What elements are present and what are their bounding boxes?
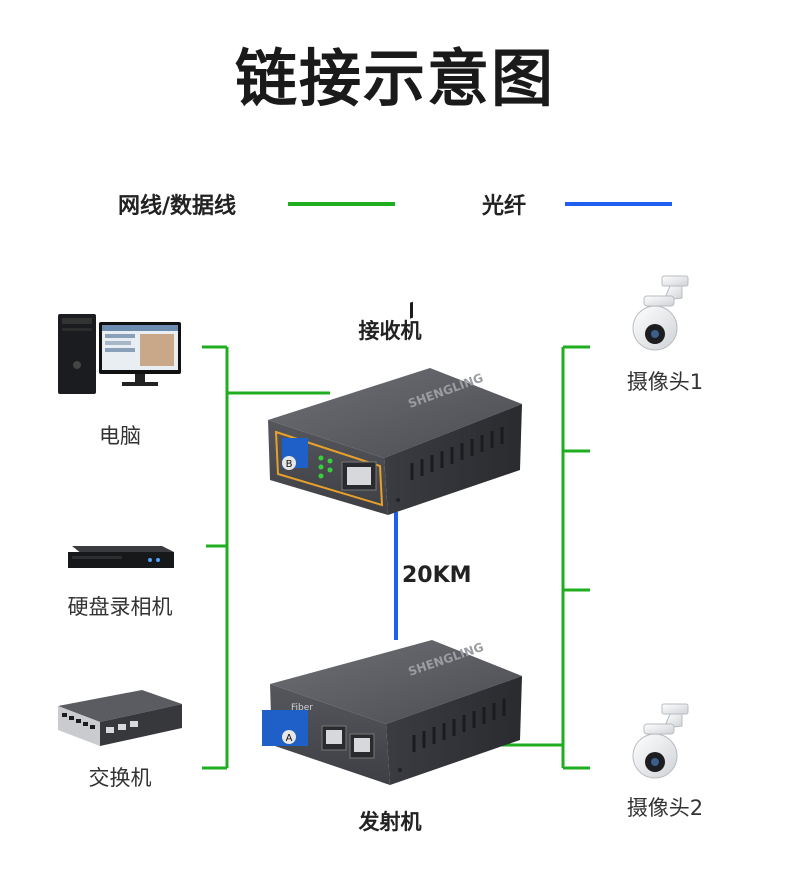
nvr-icon xyxy=(68,546,174,568)
distance-label: 20KM xyxy=(402,563,472,588)
receiver-device: SHENGLING B xyxy=(268,301,522,515)
transmitter-label: 发射机 xyxy=(358,810,422,834)
left-cable-bus xyxy=(202,345,330,770)
transmitter-device: SHENGLING Fiber A xyxy=(262,640,522,785)
nvr-label: 硬盘录相机 xyxy=(67,595,173,619)
receiver-badge: B xyxy=(286,459,293,470)
pc-icon xyxy=(58,314,181,394)
camera1-icon xyxy=(632,275,689,351)
camera2-icon xyxy=(632,703,689,779)
pc-label: 电脑 xyxy=(99,424,141,448)
legend-cable-label: 网线/数据线 xyxy=(118,194,237,219)
switch-icon xyxy=(58,690,182,746)
legend-fiber-label: 光纤 xyxy=(482,194,527,219)
receiver-label: 接收机 xyxy=(358,319,422,343)
transmitter-badge: A xyxy=(286,733,293,744)
page-title: 链接示意图 xyxy=(234,42,555,115)
camera2-label: 摄像头2 xyxy=(626,796,704,820)
camera1-label: 摄像头1 xyxy=(626,370,704,394)
transmitter-fiber-text: Fiber xyxy=(291,703,313,713)
switch-label: 交换机 xyxy=(88,766,152,790)
